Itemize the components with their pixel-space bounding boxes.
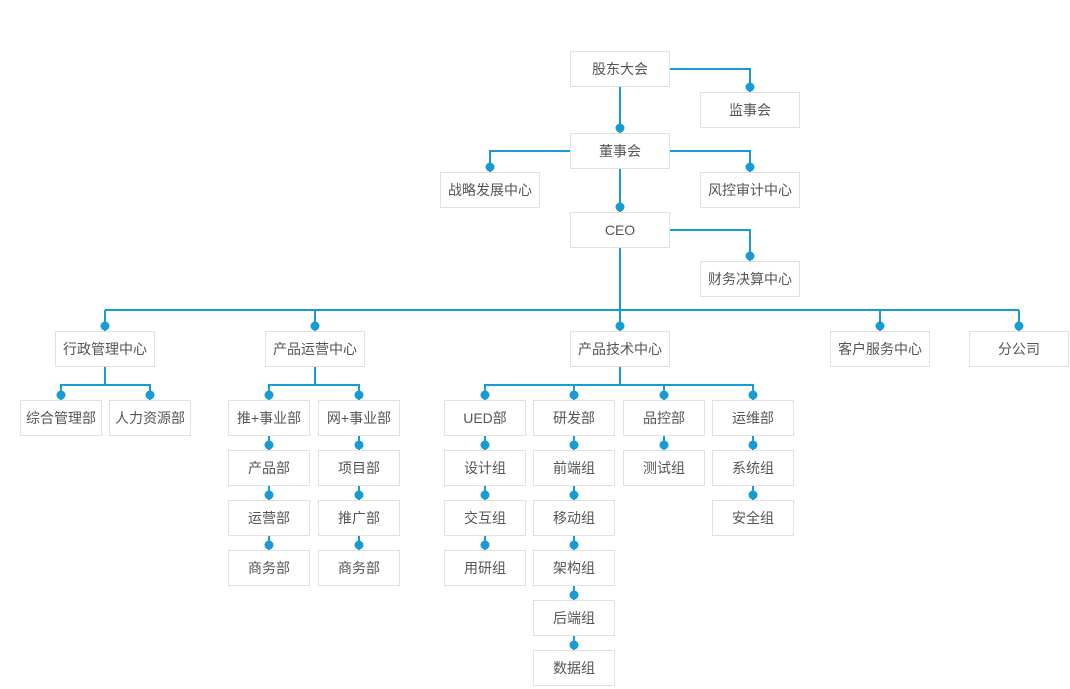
node-wang-business-dept[interactable]: 网+事业部 <box>318 400 400 436</box>
node-testing-group[interactable]: 测试组 <box>623 450 705 486</box>
node-business-dept-tui[interactable]: 商务部 <box>228 550 310 586</box>
node-product-tech-center[interactable]: 产品技术中心 <box>570 331 670 367</box>
node-branch-company[interactable]: 分公司 <box>969 331 1069 367</box>
node-user-research-group[interactable]: 用研组 <box>444 550 526 586</box>
node-mobile-group[interactable]: 移动组 <box>533 500 615 536</box>
node-ops-maintenance-dept[interactable]: 运维部 <box>712 400 794 436</box>
node-supervisory-board[interactable]: 监事会 <box>700 92 800 128</box>
node-system-group[interactable]: 系统组 <box>712 450 794 486</box>
node-project-dept[interactable]: 项目部 <box>318 450 400 486</box>
node-product-ops-center[interactable]: 产品运营中心 <box>265 331 365 367</box>
node-product-dept[interactable]: 产品部 <box>228 450 310 486</box>
node-data-group[interactable]: 数据组 <box>533 650 615 686</box>
node-risk-audit-center[interactable]: 风控审计中心 <box>700 172 800 208</box>
node-hr-dept[interactable]: 人力资源部 <box>109 400 191 436</box>
node-operations-dept[interactable]: 运营部 <box>228 500 310 536</box>
node-frontend-group[interactable]: 前端组 <box>533 450 615 486</box>
node-ued-dept[interactable]: UED部 <box>444 400 526 436</box>
node-rd-dept[interactable]: 研发部 <box>533 400 615 436</box>
node-interaction-group[interactable]: 交互组 <box>444 500 526 536</box>
node-finance-center[interactable]: 财务决算中心 <box>700 261 800 297</box>
node-design-group[interactable]: 设计组 <box>444 450 526 486</box>
node-security-group[interactable]: 安全组 <box>712 500 794 536</box>
node-backend-group[interactable]: 后端组 <box>533 600 615 636</box>
node-promotion-dept[interactable]: 推广部 <box>318 500 400 536</box>
node-strategy-center[interactable]: 战略发展中心 <box>440 172 540 208</box>
node-ceo[interactable]: CEO <box>570 212 670 248</box>
node-admin-center[interactable]: 行政管理中心 <box>55 331 155 367</box>
node-shareholders-meeting[interactable]: 股东大会 <box>570 51 670 87</box>
node-board-of-directors[interactable]: 董事会 <box>570 133 670 169</box>
node-architecture-group[interactable]: 架构组 <box>533 550 615 586</box>
node-customer-service-center[interactable]: 客户服务中心 <box>830 331 930 367</box>
node-business-dept-wang[interactable]: 商务部 <box>318 550 400 586</box>
node-qc-dept[interactable]: 品控部 <box>623 400 705 436</box>
node-tui-business-dept[interactable]: 推+事业部 <box>228 400 310 436</box>
node-general-mgmt-dept[interactable]: 综合管理部 <box>20 400 102 436</box>
